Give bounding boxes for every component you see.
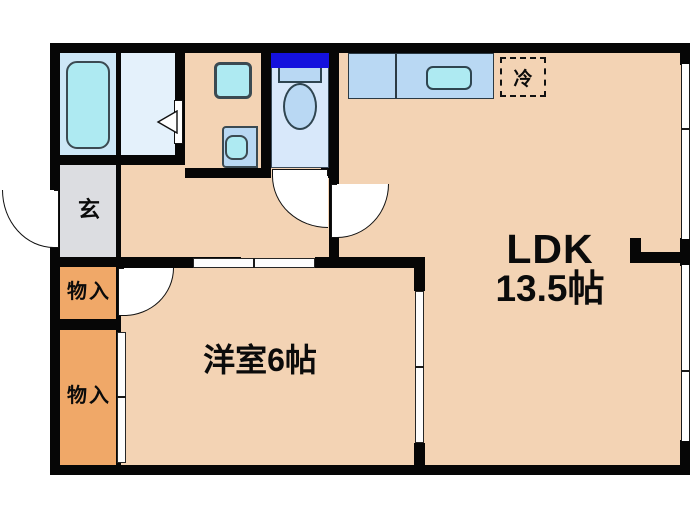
washing-machine-pan-icon (214, 62, 252, 99)
wall-bottom (50, 465, 690, 475)
storage-upper-label: 物入 (67, 281, 111, 303)
closet-lower-floor (58, 330, 120, 465)
wall-right-pillar (630, 238, 641, 263)
bathroom-door-arrow-outline-icon (156, 110, 178, 134)
wall-genkan-bottom (50, 257, 121, 267)
refrigerator-space-icon: 冷 (500, 57, 546, 97)
toilet-accent-bar (271, 52, 329, 68)
ldk-window-lower[interactable] (681, 265, 690, 441)
vanity-counter-icon (222, 126, 258, 168)
wall-toilet-left (261, 43, 271, 168)
wall-washroom-bottom (50, 155, 182, 165)
entrance-door-swing[interactable] (2, 190, 54, 248)
ldk-area-label: 13.5帖 (495, 268, 605, 309)
ldk-title-label: LDK (506, 226, 594, 272)
genkan-label: 玄 (77, 197, 100, 222)
wall-right-lower (680, 440, 690, 475)
wall-hall-right-stub (175, 155, 185, 165)
ldk-window-upper[interactable] (681, 64, 690, 239)
wall-closet-divider (50, 319, 121, 330)
wall-right-mid (680, 238, 690, 266)
wall-toilet-right (329, 43, 339, 253)
wall-top (50, 43, 690, 53)
kitchen-counter-left-icon (348, 53, 396, 99)
ldk-window-upper-mullion (681, 128, 690, 130)
wall-toilet-bottom-left (185, 168, 271, 178)
fridge-label: 冷 (502, 59, 544, 95)
wall-bath-washroom-divider (116, 53, 121, 158)
bedroom-label: 洋室6帖 (203, 342, 317, 378)
closet-upper-floor (58, 267, 120, 319)
bathtub-icon (66, 61, 110, 149)
toilet-bowl-icon (283, 83, 317, 130)
wall-right-upper (680, 43, 690, 65)
ldk-window-lower-mullion (681, 370, 690, 372)
wall-bedroom-ldk-upper (414, 257, 425, 291)
bedroom-entry-sliding-mullion (253, 258, 255, 268)
wall-bedroom-ldk-lower (414, 443, 425, 475)
wall-right-notch (630, 252, 682, 263)
kitchen-sink-icon (426, 66, 472, 90)
vanity-basin-icon (225, 135, 248, 160)
genkan-floor (58, 163, 120, 258)
wall-toilet-bottom-right (321, 168, 339, 178)
wall-bedroom-top-right (315, 257, 425, 268)
wall-genkan-right (116, 165, 121, 258)
bedroom-ldk-sliding-mullion (415, 366, 424, 368)
storage-sliding-mullion (117, 396, 126, 398)
washroom-floor (120, 53, 182, 158)
storage-lower-label: 物入 (67, 385, 111, 407)
wall-bedroom-top (116, 257, 241, 268)
